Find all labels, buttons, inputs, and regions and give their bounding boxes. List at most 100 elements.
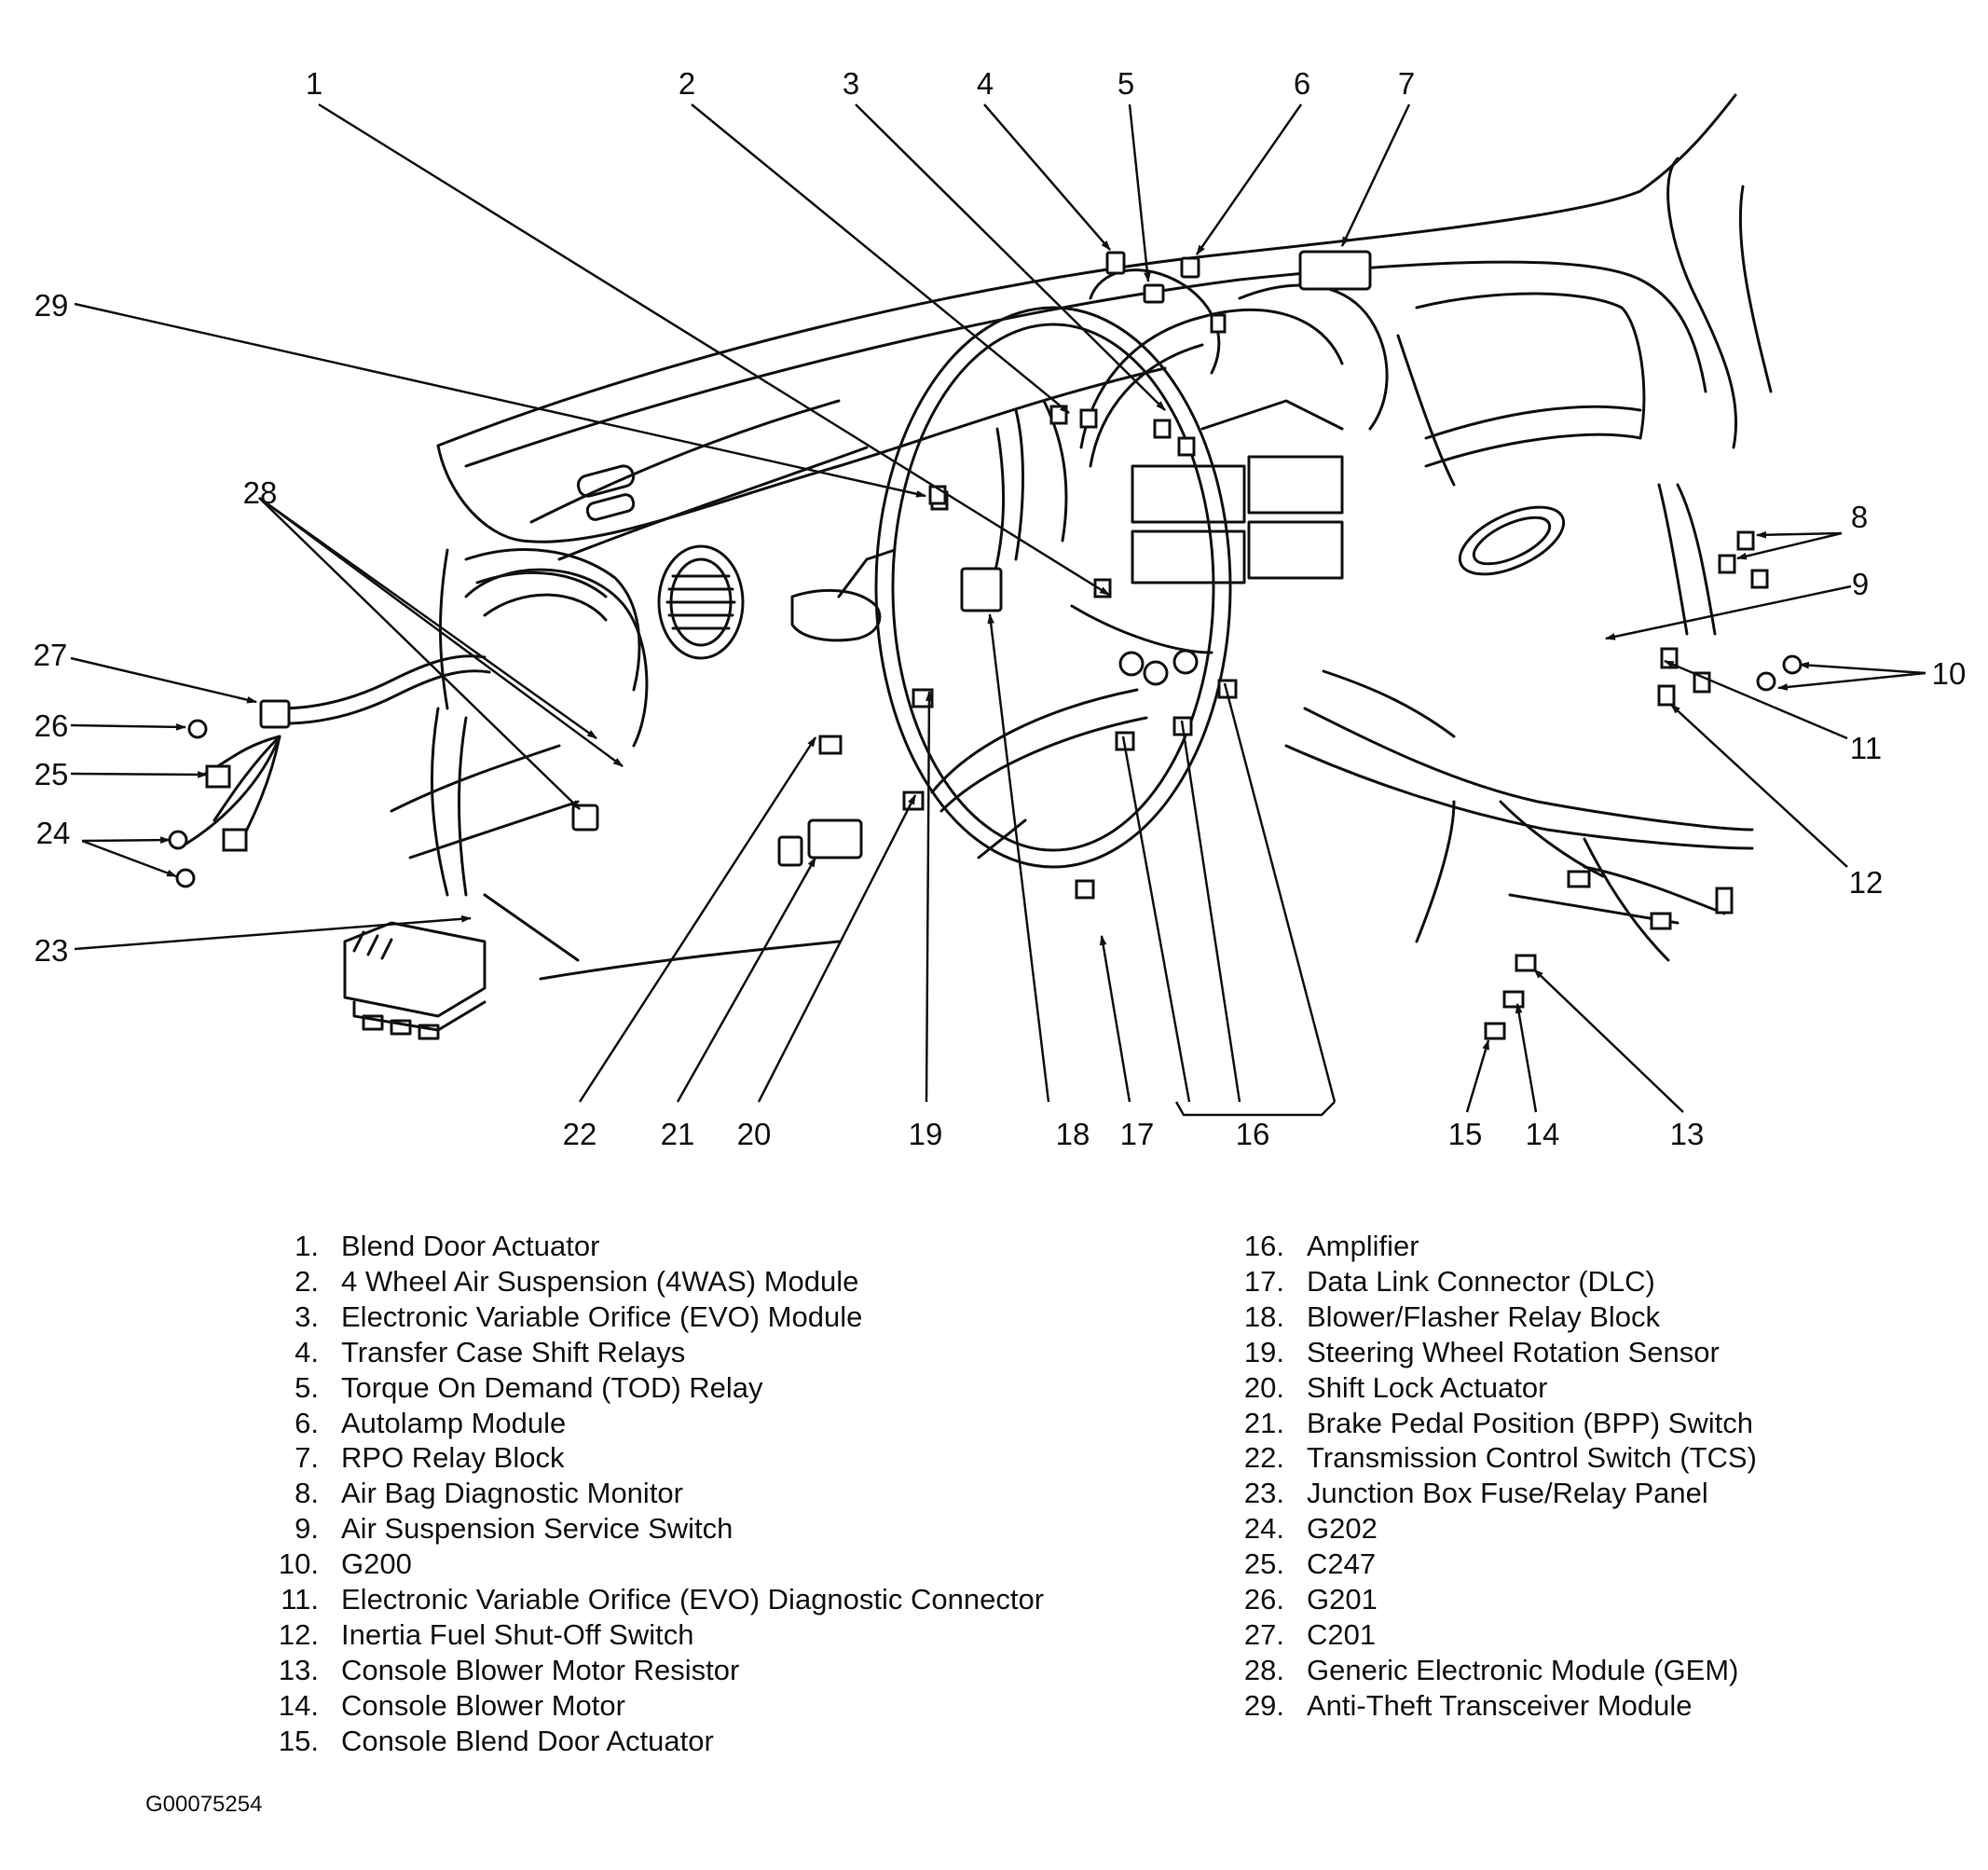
legend-label: G202 (1307, 1512, 1378, 1546)
legend-label: Generic Electronic Module (GEM) (1307, 1653, 1739, 1686)
legend-label: Junction Box Fuse/Relay Panel (1307, 1477, 1708, 1510)
callout-2: 2 (679, 66, 695, 101)
legend-label: Data Link Connector (DLC) (1307, 1264, 1655, 1298)
legend-number: 4. (295, 1335, 319, 1368)
legend-item: 10. G200 (252, 1547, 1044, 1582)
legend-number: 22. (1243, 1441, 1284, 1475)
legend-number: 25. (1243, 1547, 1284, 1581)
callout-29: 29 (34, 288, 69, 323)
legend-item: 16.Amplifier (1217, 1229, 1757, 1264)
legend-number: 12. (278, 1617, 319, 1651)
legend-number: 2. (295, 1264, 319, 1298)
legend-item: 28. Generic Electronic Module (GEM) (1217, 1653, 1757, 1688)
legend-label: Shift Lock Actuator (1307, 1370, 1548, 1404)
legend-item: 8. Air Bag Diagnostic Monitor (252, 1476, 1044, 1511)
legend-number: 27. (1243, 1617, 1284, 1651)
callout-16: 16 (1236, 1117, 1270, 1151)
legend-label: Transmission Control Switch (TCS) (1307, 1441, 1757, 1475)
legend-label: Air Bag Diagnostic Monitor (341, 1477, 683, 1510)
legend-item: 22. Transmission Control Switch (TCS) (1217, 1440, 1757, 1476)
legend-item: 15.Console Blend Door Actuator (252, 1724, 1044, 1759)
legend-number: 5. (295, 1370, 319, 1404)
legend-label: Transfer Case Shift Relays (341, 1335, 686, 1368)
legend-item: 29.Anti-Theft Transceiver Module (1217, 1688, 1757, 1724)
legend-item: 20. Shift Lock Actuator (1217, 1370, 1757, 1406)
legend-item: 14. Console Blower Motor (252, 1688, 1044, 1724)
callout-numbers: 1 2 3 4 5 6 7 8 9 10 11 12 13 14 15 16 1… (34, 66, 1967, 1151)
legend-item: 23.Junction Box Fuse/Relay Panel (1217, 1476, 1757, 1511)
callout-22: 22 (563, 1117, 597, 1151)
legend-item: 7. RPO Relay Block (252, 1440, 1044, 1476)
callout-10: 10 (1932, 656, 1967, 691)
callout-27: 27 (34, 638, 68, 672)
legend-item: 25. C247 (1217, 1547, 1757, 1582)
callout-9: 9 (1852, 567, 1869, 601)
callout-28: 28 (243, 475, 278, 510)
legend-item: 18.Blower/Flasher Relay Block (1217, 1299, 1757, 1335)
legend-label: 4 Wheel Air Suspension (4WAS) Module (341, 1264, 859, 1298)
legend-label: Console Blower Motor Resistor (341, 1653, 740, 1686)
legend-number: 26. (1243, 1583, 1284, 1616)
legend-label: G201 (1307, 1583, 1378, 1616)
legend-item: 5. Torque On Demand (TOD) Relay (252, 1370, 1044, 1406)
legend-label: Steering Wheel Rotation Sensor (1307, 1335, 1720, 1368)
legend-label: Electronic Variable Orifice (EVO) Module (341, 1299, 863, 1333)
callout-6: 6 (1294, 66, 1310, 101)
legend-label: Inertia Fuel Shut-Off Switch (341, 1617, 694, 1651)
legend-item: 21.Brake Pedal Position (BPP) Switch (1217, 1406, 1757, 1441)
callout-17: 17 (1120, 1117, 1155, 1151)
legend-label: Brake Pedal Position (BPP) Switch (1307, 1406, 1753, 1439)
legend-item: 2. 4 Wheel Air Suspension (4WAS) Module (252, 1264, 1044, 1299)
callout-18: 18 (1056, 1117, 1090, 1151)
legend-number: 10. (278, 1547, 319, 1581)
legend-number: 7. (295, 1441, 319, 1475)
legend-number: 1. (295, 1230, 319, 1262)
callout-24: 24 (36, 816, 71, 850)
callout-21: 21 (661, 1117, 695, 1151)
legend-label: Torque On Demand (TOD) Relay (341, 1370, 763, 1404)
legend-label: Anti-Theft Transceiver Module (1307, 1688, 1693, 1722)
legend-item: 11. Electronic Variable Orifice (EVO) Dia… (252, 1582, 1044, 1617)
figure-id: G00075254 (145, 1792, 263, 1817)
legend-label: C201 (1307, 1617, 1377, 1651)
callout-7: 7 (1398, 66, 1415, 101)
legend-label: Autolamp Module (341, 1406, 567, 1439)
callout-lines (70, 103, 1926, 1117)
callout-14: 14 (1526, 1117, 1560, 1151)
callout-26: 26 (34, 708, 69, 743)
callout-8: 8 (1851, 500, 1868, 534)
legend-item: 17. Data Link Connector (DLC) (1217, 1264, 1757, 1299)
legend-label: Air Suspension Service Switch (341, 1512, 734, 1546)
callout-4: 4 (977, 66, 994, 101)
legend-label: Amplifier (1307, 1230, 1419, 1262)
legend-number: 28. (1243, 1653, 1284, 1686)
legend-number: 17. (1243, 1264, 1284, 1298)
callout-11: 11 (1850, 731, 1882, 765)
legend-number: 8. (295, 1477, 319, 1510)
legend-item: 6.Autolamp Module (252, 1406, 1044, 1441)
legend-number: 20. (1243, 1370, 1284, 1404)
callout-20: 20 (737, 1117, 772, 1151)
legend-label: RPO Relay Block (341, 1441, 565, 1475)
callout-5: 5 (1117, 66, 1134, 101)
legend-label: Blend Door Actuator (341, 1230, 600, 1262)
legend-right-column: 16.Amplifier 17. Data Link Connector (DLC… (1217, 1229, 1757, 1724)
legend-label: Electronic Variable Orifice (EVO) Diagno… (341, 1583, 1045, 1616)
legend-number: 13. (278, 1653, 319, 1686)
legend-item: 3.Electronic Variable Orifice (EVO) Modu… (252, 1299, 1044, 1335)
legend-item: 13. Console Blower Motor Resistor (252, 1653, 1044, 1688)
legend-item: 4. Transfer Case Shift Relays (252, 1335, 1044, 1370)
legend-label: C247 (1307, 1547, 1377, 1581)
callout-1: 1 (306, 66, 322, 101)
legend-label: G200 (341, 1547, 412, 1581)
legend-number: 14. (278, 1688, 319, 1722)
connector-blocks (168, 250, 1803, 1040)
legend-number: 15. (278, 1724, 319, 1757)
callout-12: 12 (1849, 865, 1884, 900)
callout-19: 19 (909, 1117, 943, 1151)
legend-label: Console Blower Motor (341, 1688, 625, 1722)
legend-label: Blower/Flasher Relay Block (1307, 1299, 1661, 1333)
legend-number: 11. (281, 1583, 319, 1616)
legend-number: 24. (1243, 1512, 1284, 1546)
